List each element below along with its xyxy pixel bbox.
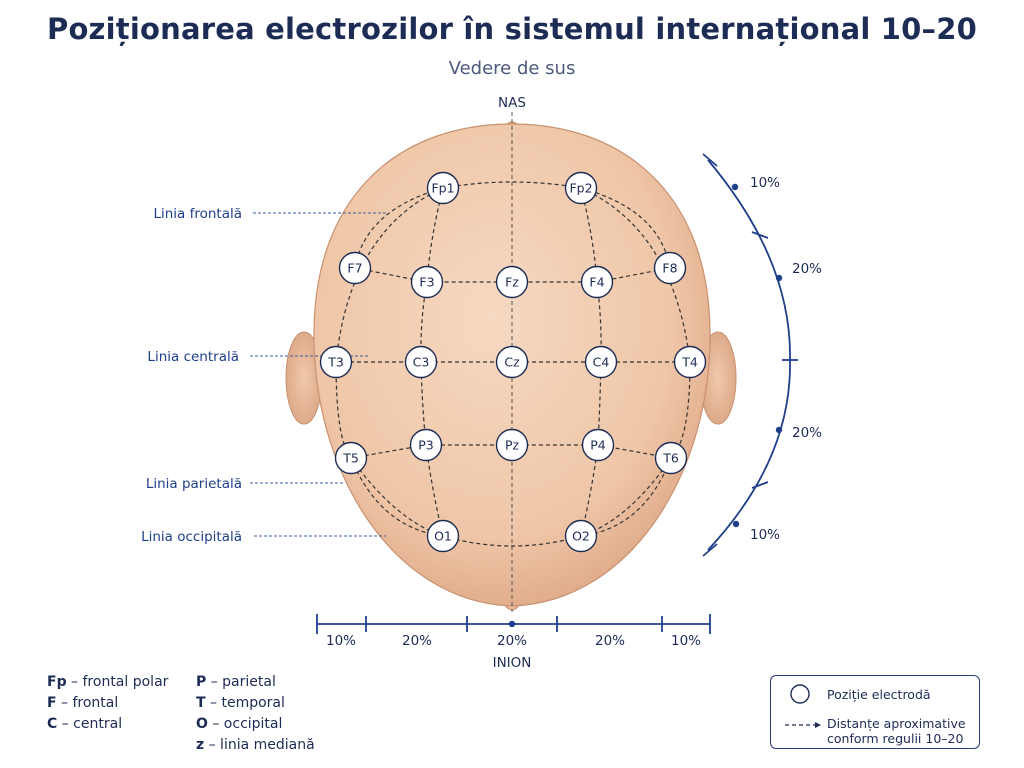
hscale-label: 20% (595, 633, 625, 649)
electrode: T5 (334, 441, 368, 475)
electrode-label: O2 (572, 529, 590, 544)
electrode-label: T3 (327, 355, 344, 370)
legend-symbols (785, 684, 821, 728)
electrode-label: C4 (593, 355, 610, 370)
electrode: T6 (654, 441, 688, 475)
electrode: Fz (495, 265, 529, 299)
hscale-label: 20% (497, 633, 527, 649)
symbol-legend: Poziție electrodă Distanțe aproximative … (770, 675, 980, 749)
electrode-label: Pz (505, 438, 520, 453)
vertical-scale (702, 153, 798, 557)
vscale-label: 10% (750, 527, 780, 543)
electrode: Pz (495, 428, 529, 462)
line-labels: Linia frontală Linia centrală Linia pari… (141, 206, 242, 545)
electrode: O1 (426, 519, 460, 553)
nas-label: NAS (498, 95, 526, 111)
hscale-label: 20% (402, 633, 432, 649)
abbreviation-row: T – temporal (196, 695, 285, 711)
vertical-scale-dots (731, 183, 783, 528)
horizontal-scale-labels: 10% 20% 20% 20% 10% (326, 633, 701, 649)
parietal-line-label: Linia parietală (146, 476, 242, 492)
abbreviation-row: C – central (47, 716, 123, 732)
electrode-label: F7 (347, 261, 362, 276)
abbreviations-column-1: Fp – frontal polar F – frontal C – centr… (47, 672, 168, 735)
hscale-label: 10% (671, 633, 701, 649)
electrode: Fp1 (426, 171, 460, 205)
vertical-scale-labels: 10% 20% 20% 10% (750, 175, 822, 543)
electrode-label: T5 (342, 451, 359, 466)
electrode: P4 (581, 428, 615, 462)
legend-electrode-label: Poziție electrodă (827, 687, 931, 702)
frontal-line-label: Linia frontală (153, 206, 242, 222)
electrode: Fp2 (564, 171, 598, 205)
frontal-arc (354, 181, 671, 269)
electrode: T3 (319, 345, 353, 379)
page-title: Poziționarea electrozilor în sistemul in… (46, 12, 977, 46)
vscale-label: 20% (792, 261, 822, 277)
vscale-label: 20% (792, 425, 822, 441)
hscale-label: 10% (326, 633, 356, 649)
electrode: F8 (653, 251, 687, 285)
occipital-line-label: Linia occipitală (141, 529, 242, 545)
electrode: P3 (409, 428, 443, 462)
row-f (354, 267, 671, 283)
electrode-symbol-icon (790, 684, 810, 704)
electrode-label: Fp2 (569, 181, 592, 196)
electrode-label: T6 (662, 451, 679, 466)
electrode: C3 (404, 345, 438, 379)
occipital-arc (350, 457, 672, 547)
electrode-label: O1 (434, 529, 452, 544)
outer-left (335, 187, 444, 459)
outer-right (580, 187, 691, 459)
abbreviation-row: Fp – frontal polar (47, 674, 169, 690)
electrode-label: P3 (418, 438, 434, 453)
abbreviation-row: P – parietal (196, 674, 276, 690)
electrode: F4 (580, 265, 614, 299)
abbreviation-row: z – linia mediană (196, 737, 315, 753)
inion-label: INION (493, 655, 532, 671)
electrode: F7 (338, 251, 372, 285)
electrode-label: F8 (662, 261, 677, 276)
outer-lower-left (350, 457, 444, 537)
legend-distances-line2: conform regulii 10–20 (827, 731, 964, 746)
central-line-label: Linia centrală (147, 349, 239, 365)
abbreviation-row: F – frontal (47, 695, 119, 711)
electrode: T4 (673, 345, 707, 379)
label-leaders (250, 212, 386, 537)
electrode-label: F3 (419, 275, 434, 290)
vscale-label: 10% (750, 175, 780, 191)
electrode: O2 (564, 519, 598, 553)
electrode: Cz (495, 345, 529, 379)
electrode-label: P4 (590, 438, 606, 453)
electrode-label: F4 (589, 275, 604, 290)
electrode: F3 (410, 265, 444, 299)
electrode: C4 (584, 345, 618, 379)
electrode-label: T4 (681, 355, 698, 370)
abbreviations-column-2: P – parietal T – temporal O – occipital … (196, 672, 315, 756)
electrode-label: Cz (504, 355, 520, 370)
electrode-label: Fz (505, 275, 519, 290)
abbreviation-row: O – occipital (196, 716, 283, 732)
electrode-label: Fp1 (431, 181, 454, 196)
electrode-label: C3 (413, 355, 430, 370)
page-subtitle: Vedere de sus (448, 58, 576, 79)
legend-distances-line1: Distanțe aproximative (827, 716, 966, 731)
electrodes: Fp1 Fp2 F7 F3 Fz F4 F8 T3 C3 Cz C4 T4 T5… (319, 171, 707, 553)
